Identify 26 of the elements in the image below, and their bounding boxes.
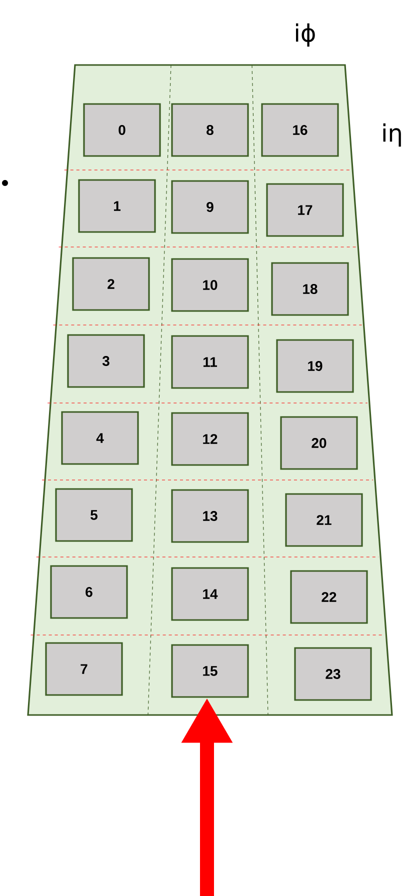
cell-box: 20 [280,416,358,470]
cell-box: 4 [61,411,139,465]
cell-box: 15 [171,644,249,698]
cell-box: 23 [294,647,372,701]
cell-box: 13 [171,489,249,543]
cell-box: 3 [67,334,145,388]
cell-box: 18 [271,262,349,316]
axis-label: iη [383,123,401,147]
cell-box: 2 [72,257,150,311]
axis-label: iϕ [296,23,315,47]
cell-box: 9 [171,180,249,234]
cell-box: 19 [276,339,354,393]
cell-box: 12 [171,412,249,466]
cell-box: 8 [171,103,249,157]
cell-box: 21 [285,493,363,547]
cell-box: 5 [55,488,133,542]
cell-box: 6 [50,565,128,619]
cell-box: 16 [261,103,339,157]
cell-box: 1 [78,179,156,233]
cell-box: 22 [290,570,368,624]
cell-box: 0 [83,103,161,157]
cell-box: 14 [171,567,249,621]
cell-box: 7 [45,642,123,696]
cell-box: 11 [171,335,249,389]
cell-box: 10 [171,258,249,312]
cell-box: 17 [266,183,344,237]
